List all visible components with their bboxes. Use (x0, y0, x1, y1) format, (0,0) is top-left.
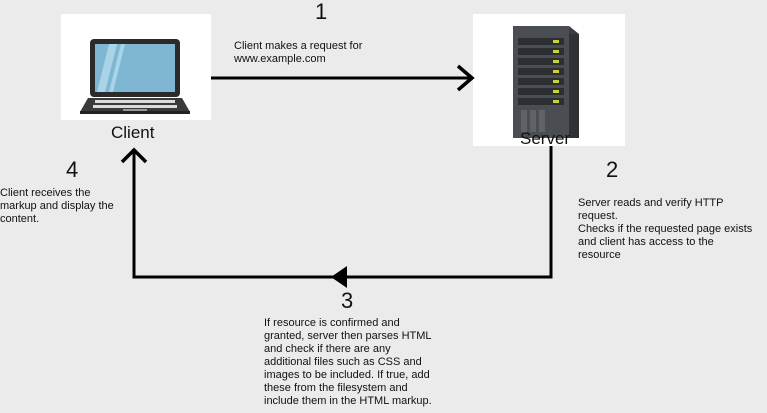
step-1-number: 1 (315, 0, 328, 24)
server-label: Server (520, 129, 571, 148)
client-label: Client (111, 123, 155, 142)
server-rack-icon (513, 26, 579, 138)
server-card (473, 14, 625, 146)
client-card (61, 14, 211, 120)
step-2-text: Server reads and verify HTTP request. Ch… (578, 197, 753, 261)
step-1-text: Client makes a request for www.example.c… (234, 40, 363, 65)
step-3-text: If resource is confirmed and granted, se… (264, 317, 432, 407)
step-4-text: Client receives the markup and display t… (0, 187, 114, 225)
request-arrow (211, 64, 475, 92)
response-arrow (120, 146, 553, 288)
step-2-number: 2 (606, 157, 619, 182)
step-3-number: 3 (341, 288, 354, 313)
laptop-icon (80, 39, 190, 114)
step-4-number: 4 (66, 157, 79, 182)
